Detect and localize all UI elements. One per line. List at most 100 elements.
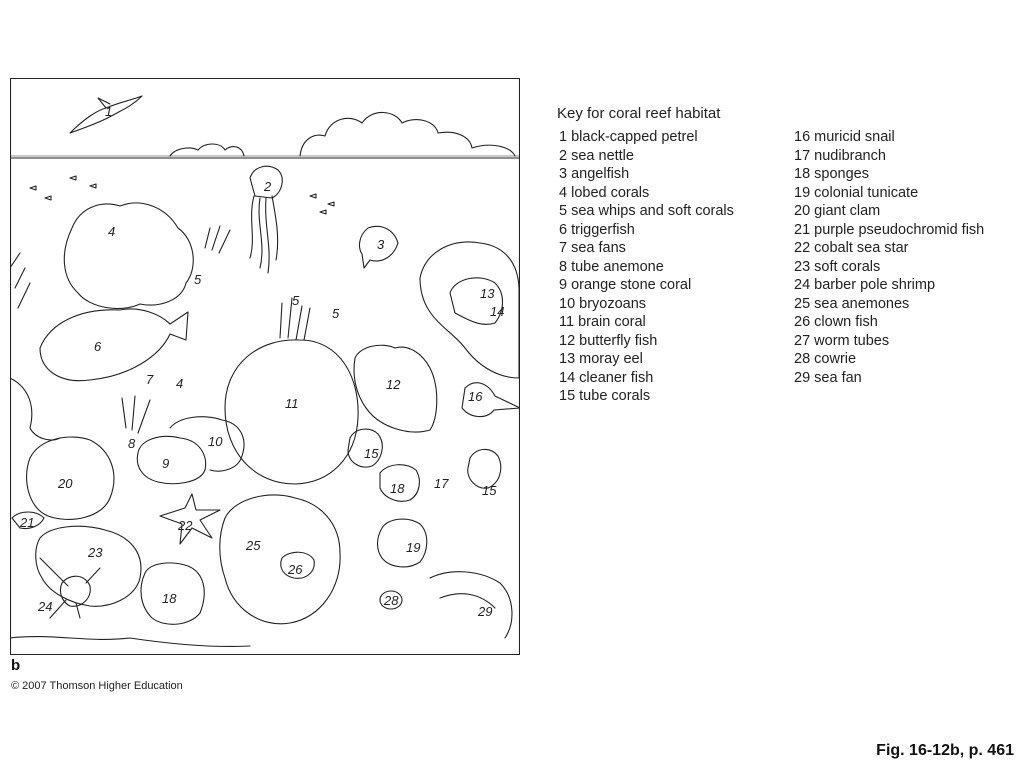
label-12: 12 (386, 377, 401, 392)
label-5: 5 (194, 272, 202, 287)
key-item: 2 sea nettle (559, 147, 634, 164)
brain-coral (224, 339, 359, 485)
sea-fan (429, 571, 513, 639)
key-item: 26 clown fish (794, 314, 878, 330)
key-item: 15 tube corals (559, 388, 651, 404)
lobed-coral (63, 202, 194, 310)
label-7: 7 (146, 372, 154, 387)
key-item: 22 cobalt sea star (794, 240, 909, 256)
label-24: 24 (37, 599, 52, 614)
coral-reef-illustration: 1 2 3 4 4 5 5 5 6 7 8 9 10 11 12 13 14 1… (10, 78, 520, 655)
label-6: 6 (94, 339, 102, 354)
label-4b: 4 (176, 376, 183, 391)
key-item: 1 black-capped petrel (559, 129, 698, 145)
sea-nettle (249, 165, 283, 199)
sponge-upper (379, 464, 420, 502)
illustration-number-labels: 1 2 3 4 4 5 5 5 6 7 8 9 10 11 12 13 14 1… (19, 104, 504, 619)
key-item: 18 sponges (794, 166, 869, 182)
label-25: 25 (245, 538, 261, 553)
angelfish (358, 225, 399, 269)
key-item: 12 butterfly fish (559, 332, 658, 349)
key-title: Key for coral reef habitat (557, 105, 721, 122)
label-8: 8 (128, 436, 136, 451)
key-item: 20 giant clam (794, 203, 881, 219)
stone-coral (136, 435, 207, 485)
key-item: 10 bryozoans (559, 295, 647, 312)
label-10: 10 (208, 434, 223, 449)
key-item: 13 moray eel (559, 351, 643, 367)
triggerfish (39, 308, 189, 382)
rock-right (419, 241, 520, 379)
seafloor-bottom (10, 636, 251, 648)
label-17: 17 (434, 476, 449, 491)
key-item: 27 worm tubes (794, 332, 890, 349)
cowrie (379, 590, 403, 610)
cloud-left (169, 143, 245, 157)
pseudochromid-fish (11, 511, 45, 530)
colonial-tunicate (376, 518, 428, 568)
clown-fish (280, 551, 315, 579)
label-14: 14 (490, 304, 504, 319)
key-item: 8 tube anemone (559, 258, 664, 275)
key-item: 16 muricid snail (794, 129, 895, 145)
sea-whips (10, 225, 311, 434)
label-1: 1 (105, 104, 112, 119)
label-23: 23 (87, 545, 103, 560)
key-column-1: 1 black-capped petrel 2 sea nettle 3 ang… (559, 128, 734, 406)
key-item: 14 cleaner fish (559, 369, 654, 386)
key-item: 7 sea fans (559, 240, 626, 256)
key-item: 23 soft corals (794, 258, 881, 275)
key-item: 25 sea anemones (794, 295, 910, 312)
key-item: 6 triggerfish (559, 221, 635, 238)
label-9: 9 (162, 456, 169, 471)
figure-caption: Fig. 16-12b, p. 461 (876, 742, 1014, 759)
muricid-snail (461, 382, 520, 418)
figure-panel-letter: b (11, 657, 21, 674)
label-18b: 18 (162, 591, 177, 606)
label-15b: 15 (482, 483, 497, 498)
key-item: 3 angelfish (559, 166, 630, 182)
label-26: 26 (287, 562, 303, 577)
key-item: 9 orange stone coral (559, 277, 692, 293)
label-3: 3 (377, 237, 385, 252)
label-16: 16 (468, 389, 483, 404)
seafloor-left (10, 377, 61, 441)
illustration-frame (10, 78, 520, 655)
key-item: 4 lobed corals (559, 184, 650, 201)
copyright-notice: © 2007 Thomson Higher Education (11, 680, 183, 692)
moray-eel (449, 277, 504, 325)
label-22: 22 (177, 518, 193, 533)
label-4: 4 (108, 224, 115, 239)
key-item: 5 sea whips and soft corals (559, 203, 734, 219)
key-item: 17 nudibranch (794, 147, 886, 164)
giant-clam (26, 436, 115, 520)
key-item: 29 sea fan (794, 369, 862, 386)
label-2: 2 (263, 179, 272, 194)
barber-pole-shrimp (59, 575, 91, 607)
key-item: 21 purple pseudochromid fish (794, 221, 985, 238)
key-item: 11 brain coral (559, 314, 646, 330)
sea-star (159, 493, 221, 545)
cloud-right (299, 111, 516, 157)
label-19: 19 (406, 540, 420, 555)
sponge (140, 562, 205, 625)
label-5c: 5 (332, 306, 340, 321)
label-5b: 5 (292, 293, 300, 308)
sea-anemones (219, 494, 341, 625)
tube-corals (347, 428, 502, 489)
label-15: 15 (364, 446, 379, 461)
label-28: 28 (383, 593, 399, 608)
label-29: 29 (477, 604, 492, 619)
fish-school (29, 175, 335, 215)
butterfly-fish (353, 344, 438, 433)
key-item: 28 cowrie (794, 351, 857, 367)
key-item: 24 barber pole shrimp (794, 277, 936, 293)
soft-coral-23 (35, 525, 142, 607)
key-column-2: 16 muricid snail 17 nudibranch 18 sponge… (794, 128, 984, 387)
key-item: 19 colonial tunicate (794, 184, 919, 201)
label-21: 21 (19, 515, 34, 530)
label-11: 11 (285, 396, 299, 411)
bryozoans (169, 416, 245, 472)
petrel-bird (69, 95, 143, 134)
label-18: 18 (390, 481, 405, 496)
